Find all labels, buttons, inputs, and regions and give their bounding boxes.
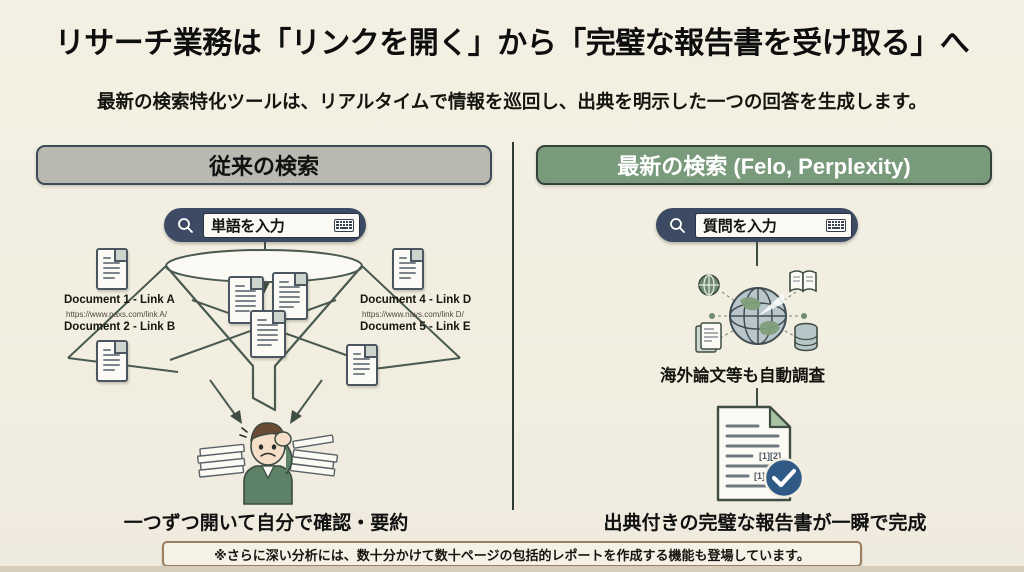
left-panel-header-label: 従来の検索 (208, 154, 319, 179)
keyboard-icon (334, 218, 354, 232)
source-document-2-label: Document 2 - Link B (64, 321, 176, 333)
globe-small-icon (698, 274, 720, 296)
source-document-4-label: Document 4 - Link D (360, 294, 472, 306)
globe-icon (709, 287, 807, 345)
database-icon (794, 322, 818, 352)
legacy-search-value: 単語を入力 (211, 217, 285, 235)
page-subtitle: 最新の検索特化ツールは、リアルタイムで情報を巡回し、出典を明示した一つの回答を生… (96, 91, 928, 112)
open-book-icon (789, 270, 817, 293)
bottom-band (0, 566, 1024, 572)
source-document-5-label: Document 5 - Link E (360, 321, 471, 333)
report-stem (756, 388, 759, 406)
legacy-search-bar[interactable]: 単語を入力 (164, 208, 366, 242)
source-document-5 (346, 344, 378, 386)
frustrated-person-icon (196, 422, 339, 505)
right-panel-header: 最新の検索 (Felo, Perplexity) (536, 145, 992, 185)
left-panel-caption: 一つずつ開いて自分で確認・要約 (123, 513, 409, 534)
modern-search-stem (756, 242, 759, 266)
source-document-1-label: Document 1 - Link A (64, 294, 175, 306)
funnel-document (250, 310, 286, 358)
right-panel-caption: 出典付きの完璧な報告書が一瞬で完成 (603, 513, 927, 534)
search-icon (664, 212, 690, 238)
document-icon (695, 322, 722, 353)
page-title: リサーチ業務は「リンクを開く」から「完璧な報告書を受け取る」へ (54, 27, 970, 60)
source-document-4-url: https://www.navs.com/link D/ (362, 310, 464, 319)
footnote-banner: ※さらに深い分析には、数十分かけて数十ページの包括的レポートを作成する機能も登場… (162, 541, 862, 567)
search-icon (172, 212, 198, 238)
modern-search-bar[interactable]: 質問を入力 (656, 208, 858, 242)
modern-search-value: 質問を入力 (703, 217, 777, 235)
check-circle-icon (763, 457, 805, 499)
left-panel-header: 従来の検索 (36, 145, 492, 185)
citation-marker-1: [1][2] (759, 451, 781, 461)
modern-search-input[interactable]: 質問を入力 (695, 212, 852, 238)
keyboard-icon (826, 218, 846, 232)
footnote-text: ※さらに深い分析には、数十分かけて数十ページの包括的レポートを作成する機能も登場… (214, 547, 810, 563)
source-document-1 (96, 248, 128, 290)
legacy-search-input[interactable]: 単語を入力 (203, 212, 360, 238)
source-document-4 (392, 248, 424, 290)
right-panel-mid-caption: 海外論文等も自動調査 (660, 367, 825, 385)
source-document-1-url: https://www.naxs.com/link A/ (66, 310, 167, 319)
panel-divider (512, 142, 514, 510)
right-panel-header-label: 最新の検索 (Felo, Perplexity) (617, 154, 911, 179)
source-document-2 (96, 340, 128, 382)
